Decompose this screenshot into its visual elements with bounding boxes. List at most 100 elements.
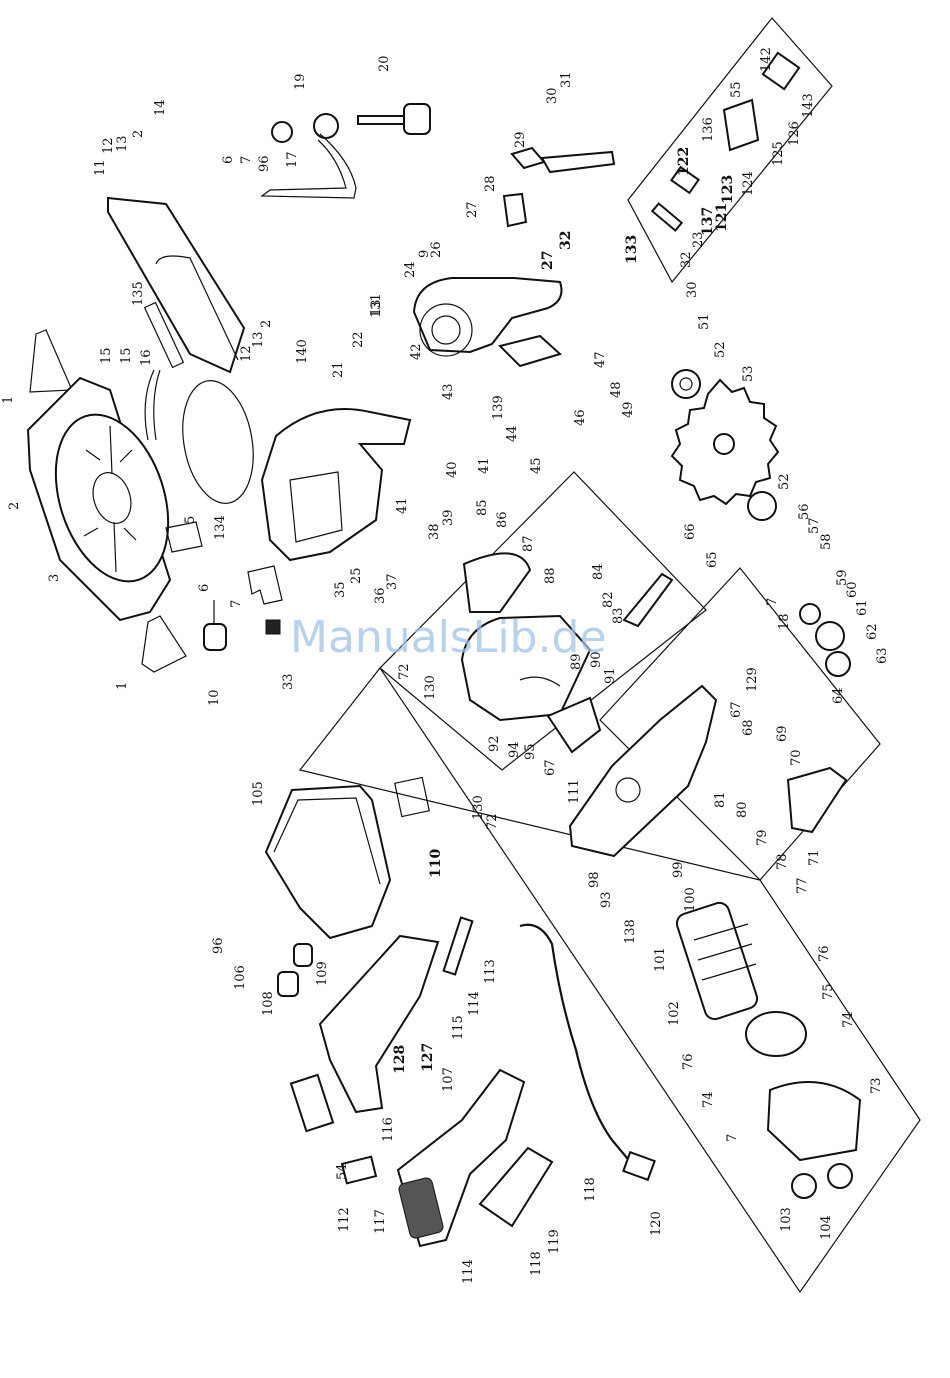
label-13: 13	[115, 135, 130, 152]
label-77: 77	[795, 877, 810, 894]
label-3: 3	[47, 574, 62, 582]
label-42: 42	[409, 343, 424, 360]
switch-parts	[277, 916, 474, 997]
power-cord	[519, 923, 656, 1182]
label-2: 2	[7, 502, 22, 510]
label-67: 67	[543, 759, 558, 776]
label-127: 127	[420, 1043, 436, 1072]
label-87: 87	[521, 535, 536, 552]
label-45: 45	[529, 457, 544, 474]
label-23: 23	[691, 231, 706, 248]
label-38: 38	[427, 523, 442, 540]
label-41: 41	[395, 497, 410, 514]
upper-arm-assembly	[412, 146, 616, 368]
fence-assembly	[107, 196, 246, 374]
label-143: 143	[801, 93, 816, 118]
label-52: 52	[713, 341, 728, 358]
label-13: 13	[251, 331, 266, 348]
label-27: 27	[465, 201, 480, 218]
label-39: 39	[441, 509, 456, 526]
label-96: 96	[211, 937, 226, 954]
label-69: 69	[775, 725, 790, 742]
label-44: 44	[505, 425, 520, 442]
label-28: 28	[483, 175, 498, 192]
label-51: 51	[697, 313, 712, 330]
label-21: 21	[331, 361, 346, 378]
label-22: 22	[351, 331, 366, 348]
label-79: 79	[755, 829, 770, 846]
watermark-text: ManualsLib.de	[290, 612, 606, 663]
label-16: 16	[139, 349, 154, 366]
label-55: 55	[729, 81, 744, 98]
label-134: 134	[213, 515, 228, 540]
label-114: 114	[461, 1259, 476, 1284]
label-82: 82	[601, 591, 616, 608]
label-85: 85	[475, 499, 490, 516]
label-15: 15	[99, 347, 114, 364]
label-121: 121	[714, 203, 730, 232]
label-89: 89	[569, 653, 584, 670]
label-7: 7	[229, 600, 244, 608]
label-37: 37	[385, 573, 400, 590]
label-104: 104	[819, 1215, 834, 1240]
label-118: 118	[529, 1251, 544, 1276]
label-19: 19	[293, 73, 308, 90]
label-11: 11	[93, 159, 108, 176]
label-61: 61	[855, 599, 870, 616]
label-73: 73	[869, 1077, 884, 1094]
handle-cover	[786, 766, 848, 834]
label-74: 74	[841, 1011, 856, 1028]
label-80: 80	[735, 801, 750, 818]
label-1: 1	[115, 682, 130, 690]
label-139: 139	[491, 395, 506, 420]
blade-guard	[260, 408, 602, 754]
label-94: 94	[507, 741, 522, 758]
label-35: 35	[333, 581, 348, 598]
label-12: 12	[239, 345, 254, 362]
label-91: 91	[603, 667, 618, 684]
part-number-labels: 1 1 2 2 2 3 5 6 6 7 7 7 7 9 10 11 12 12 …	[1, 47, 890, 1284]
label-102: 102	[667, 1001, 682, 1026]
label-108: 108	[261, 991, 276, 1016]
label-111: 111	[567, 779, 582, 804]
label-9: 9	[417, 250, 432, 258]
label-27: 27	[540, 251, 556, 270]
label-72: 72	[485, 813, 500, 830]
label-33: 33	[281, 673, 296, 690]
label-18: 18	[777, 613, 792, 630]
label-98: 98	[587, 871, 602, 888]
label-140: 140	[295, 339, 310, 364]
label-92: 92	[487, 735, 502, 752]
label-106: 106	[233, 965, 248, 990]
label-58: 58	[819, 533, 834, 550]
label-76: 76	[681, 1053, 696, 1070]
label-2: 2	[259, 320, 274, 328]
label-84: 84	[591, 563, 606, 580]
label-86: 86	[495, 511, 510, 528]
label-71: 71	[807, 849, 822, 866]
label-110: 110	[428, 849, 444, 878]
label-49: 49	[621, 401, 636, 418]
label-131: 131	[369, 293, 384, 318]
label-40: 40	[445, 461, 460, 478]
label-130: 130	[423, 675, 438, 700]
label-47: 47	[593, 351, 608, 368]
label-31: 31	[559, 71, 574, 88]
label-6: 6	[221, 156, 236, 164]
label-63: 63	[875, 647, 890, 664]
label-67: 67	[729, 701, 744, 718]
label-62: 62	[865, 623, 880, 640]
label-133: 133	[624, 235, 640, 264]
label-138: 138	[623, 919, 638, 944]
label-95: 95	[523, 743, 538, 760]
spindle-parts	[671, 369, 851, 677]
label-118: 118	[583, 1177, 598, 1202]
label-105: 105	[251, 781, 266, 806]
label-74: 74	[701, 1091, 716, 1108]
motor-housing	[264, 776, 430, 940]
label-113: 113	[483, 959, 498, 984]
label-83: 83	[611, 607, 626, 624]
motor-armature	[675, 901, 862, 1199]
label-20: 20	[377, 55, 392, 72]
